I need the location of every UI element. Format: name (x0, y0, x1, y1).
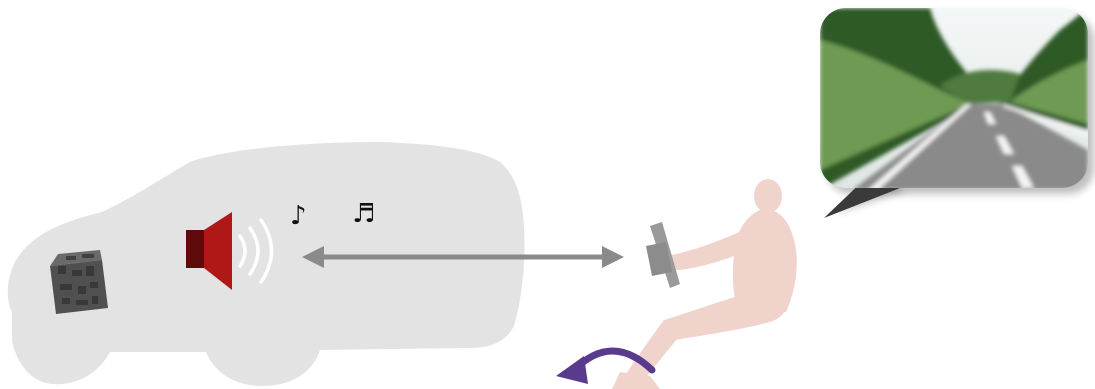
speaker-back (186, 230, 204, 268)
road-view-speech-bubble (820, 8, 1094, 218)
music-note-right: ♬ (352, 199, 375, 229)
road-image (820, 8, 1088, 190)
driver-foot (612, 372, 660, 389)
driver-thigh (662, 294, 787, 342)
engine-icon (50, 250, 108, 314)
driver-head (754, 179, 782, 213)
music-note-left: ♪ (290, 201, 307, 231)
